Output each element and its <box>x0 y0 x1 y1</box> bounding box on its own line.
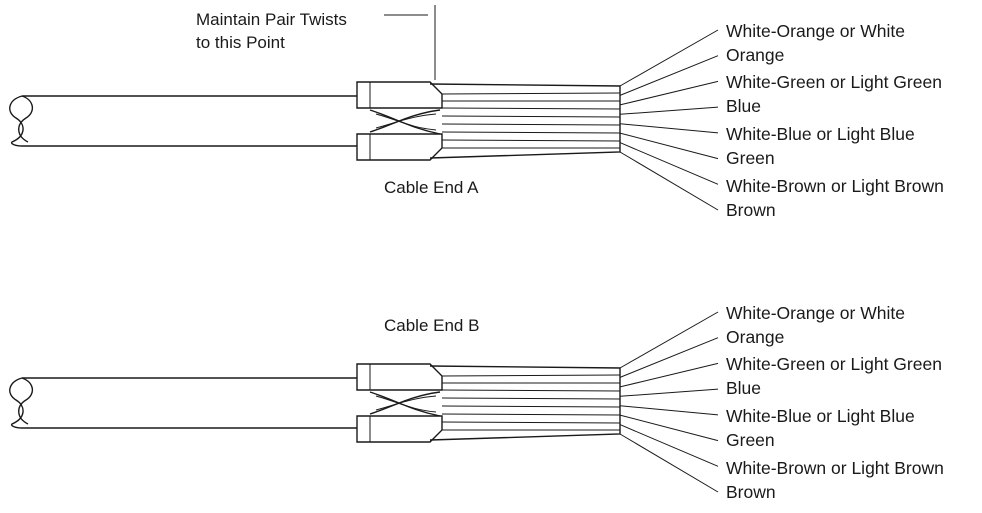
wire-label: Orange <box>726 45 784 65</box>
cable-end-label: Cable End A <box>384 178 479 197</box>
wire-label: White-Brown or Light Brown <box>726 176 944 196</box>
cable-jacket <box>9 377 357 429</box>
wire-leader-line <box>619 55 719 96</box>
wire-label: White-Brown or Light Brown <box>726 458 944 478</box>
cable-end-b: Cable End B White-Orange or White Orange… <box>9 303 944 502</box>
wire-leader-line <box>619 80 719 106</box>
conductor-bundle <box>429 365 621 441</box>
callout-line-2: to this Point <box>196 33 285 52</box>
wire-label: White-Green or Light Green <box>726 72 942 92</box>
wire-leader-line <box>619 132 719 160</box>
wire-leader-line <box>619 433 719 493</box>
wire-leader-line <box>619 142 719 185</box>
wire-label: Green <box>726 430 775 450</box>
wire-leader-line <box>619 362 719 388</box>
wire-label: Blue <box>726 96 761 116</box>
wire-leaders <box>619 311 719 493</box>
wire-leader-line <box>619 123 719 134</box>
wire-leader-line <box>619 405 719 416</box>
wire-labels: White-Orange or White Orange White-Green… <box>726 21 944 220</box>
jacket-clamp <box>356 81 443 161</box>
wire-label: White-Blue or Light Blue <box>726 406 915 426</box>
wire-label: White-Green or Light Green <box>726 354 942 374</box>
twisted-pairs <box>369 391 441 417</box>
callout-line-1: Maintain Pair Twists <box>196 10 347 29</box>
twist-callout: Maintain Pair Twists to this Point <box>196 5 436 80</box>
conductor-bundle <box>429 83 621 159</box>
cable-jacket <box>9 95 357 147</box>
cable-end-a: Cable End A White-Orange or White Orange… <box>9 21 944 220</box>
wire-leader-line <box>619 424 719 467</box>
wire-leader-line <box>619 29 719 87</box>
wire-labels: White-Orange or White Orange White-Green… <box>726 303 944 502</box>
wire-label: White-Orange or White <box>726 303 905 323</box>
wire-leader-line <box>619 311 719 369</box>
wire-label: Blue <box>726 378 761 398</box>
wire-label: Orange <box>726 327 784 347</box>
wire-label: White-Blue or Light Blue <box>726 124 915 144</box>
wire-leader-line <box>619 388 719 397</box>
wire-leader-line <box>619 337 719 378</box>
wire-leader-line <box>619 106 719 115</box>
wire-label: White-Orange or White <box>726 21 905 41</box>
wire-leader-line <box>619 414 719 442</box>
wire-leaders <box>619 29 719 211</box>
wire-leader-line <box>619 151 719 211</box>
wire-label: Brown <box>726 482 776 502</box>
twisted-pairs <box>369 109 441 135</box>
wire-label: Brown <box>726 200 776 220</box>
cable-end-label: Cable End B <box>384 316 479 335</box>
wire-label: Green <box>726 148 775 168</box>
